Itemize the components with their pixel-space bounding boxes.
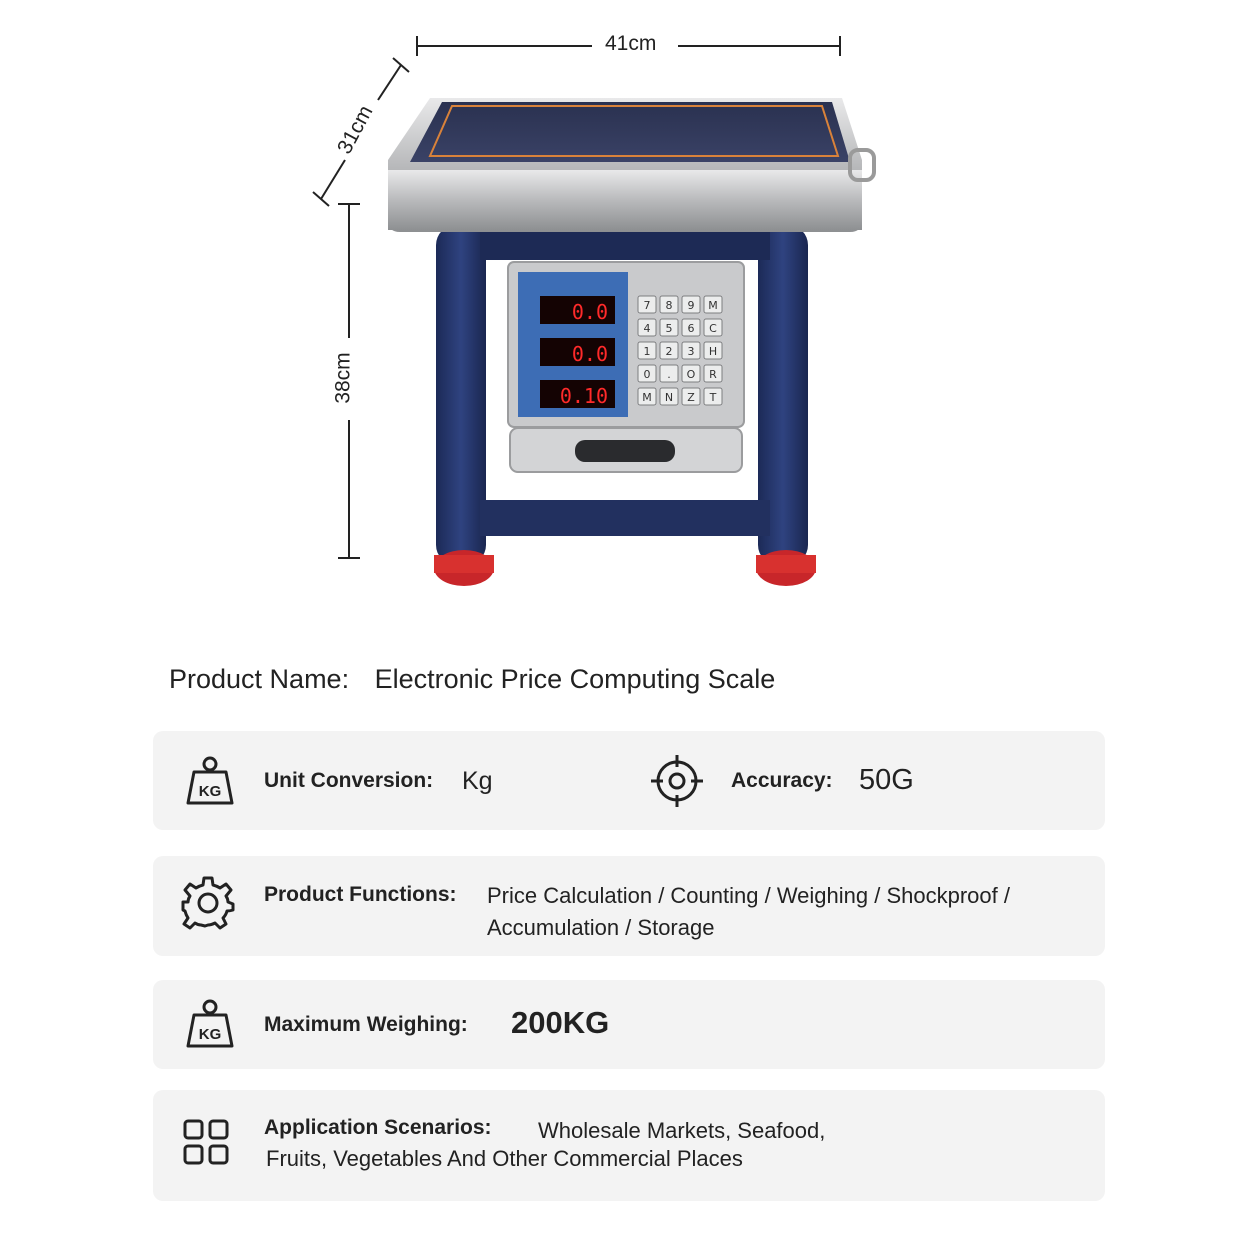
display-row1: 0.0: [572, 300, 608, 324]
product-name-value: Electronic Price Computing Scale: [374, 664, 776, 694]
keypad-key: N: [659, 387, 679, 406]
keypad-key: 4: [637, 318, 657, 337]
kg-weight-icon: KG: [186, 756, 234, 805]
svg-text:N: N: [665, 391, 673, 404]
spec-card-scenarios: Application Scenarios: Wholesale Markets…: [153, 1090, 1105, 1201]
crosshair-icon: [651, 755, 703, 807]
application-scenarios-line2: Fruits, Vegetables And Other Commercial …: [266, 1146, 743, 1171]
svg-text:T: T: [709, 391, 717, 404]
product-name: Product Name: Electronic Price Computing…: [169, 664, 775, 695]
keypad-key: .: [659, 364, 679, 383]
product-functions-label: Product Functions:: [264, 883, 457, 906]
svg-text:2: 2: [666, 345, 673, 358]
width-dimension-label: 41cm: [605, 32, 657, 55]
keypad-key: 2: [659, 341, 679, 360]
svg-text:0: 0: [644, 368, 651, 381]
spec-card-unit-accuracy: KG Unit Conversion: Kg Accuracy: 50G: [153, 731, 1105, 830]
unit-conversion-label: Unit Conversion:: [264, 769, 434, 792]
product-functions-line2: Accumulation / Storage: [487, 915, 715, 940]
keypad-key: Z: [681, 387, 701, 406]
svg-text:6: 6: [688, 322, 695, 335]
maximum-weighing-value: 200KG: [511, 1005, 610, 1040]
spec-card-max-weighing: KG Maximum Weighing: 200KG: [153, 980, 1105, 1069]
spec-card-functions: Product Functions: Price Calculation / C…: [153, 856, 1105, 956]
accuracy-value: 50G: [859, 764, 914, 796]
keypad-key: O: [681, 364, 701, 383]
svg-text:5: 5: [666, 322, 673, 335]
svg-text:9: 9: [688, 299, 695, 312]
height-dimension-label: 38cm: [331, 352, 355, 404]
keypad-key: M: [703, 295, 723, 314]
grid-icon: [183, 1119, 229, 1165]
keypad-key: 1: [637, 341, 657, 360]
keypad-key: 7: [637, 295, 657, 314]
svg-text:M: M: [708, 299, 718, 312]
svg-text:H: H: [709, 345, 717, 358]
keypad-key: 6: [681, 318, 701, 337]
svg-text:Z: Z: [687, 391, 695, 404]
accuracy-label: Accuracy:: [731, 769, 833, 792]
display-row2: 0.0: [572, 342, 608, 366]
maximum-weighing-label: Maximum Weighing:: [264, 1013, 468, 1036]
svg-text:R: R: [709, 368, 717, 381]
keypad-key: 0: [637, 364, 657, 383]
svg-text:.: .: [667, 368, 671, 381]
kg-weight-icon: KG: [186, 999, 234, 1048]
keypad-key: M: [637, 387, 657, 406]
product-name-label: Product Name:: [169, 664, 350, 694]
keypad-key: 3: [681, 341, 701, 360]
dimension-lines: [312, 36, 841, 559]
keypad-key: 8: [659, 295, 679, 314]
application-scenarios-line1: Wholesale Markets, Seafood,: [538, 1118, 826, 1143]
svg-text:M: M: [642, 391, 652, 404]
keypad-key: R: [703, 364, 723, 383]
svg-text:O: O: [687, 368, 696, 381]
unit-conversion-value: Kg: [462, 767, 493, 795]
application-scenarios-label: Application Scenarios:: [264, 1116, 492, 1139]
keypad-key: C: [703, 318, 723, 337]
product-functions-line1: Price Calculation / Counting / Weighing …: [487, 883, 1010, 908]
svg-text:KG: KG: [199, 1026, 222, 1043]
keypad-key: H: [703, 341, 723, 360]
keypad-key: 5: [659, 318, 679, 337]
keypad-key: 9: [681, 295, 701, 314]
svg-text:3: 3: [688, 345, 695, 358]
svg-text:8: 8: [666, 299, 673, 312]
svg-text:7: 7: [644, 299, 651, 312]
svg-text:4: 4: [644, 322, 651, 335]
gear-icon: [181, 876, 235, 930]
keypad-key: T: [703, 387, 723, 406]
svg-text:KG: KG: [199, 783, 222, 800]
svg-text:C: C: [709, 322, 717, 335]
svg-text:1: 1: [644, 345, 651, 358]
display-row3: 0.10: [560, 384, 608, 408]
